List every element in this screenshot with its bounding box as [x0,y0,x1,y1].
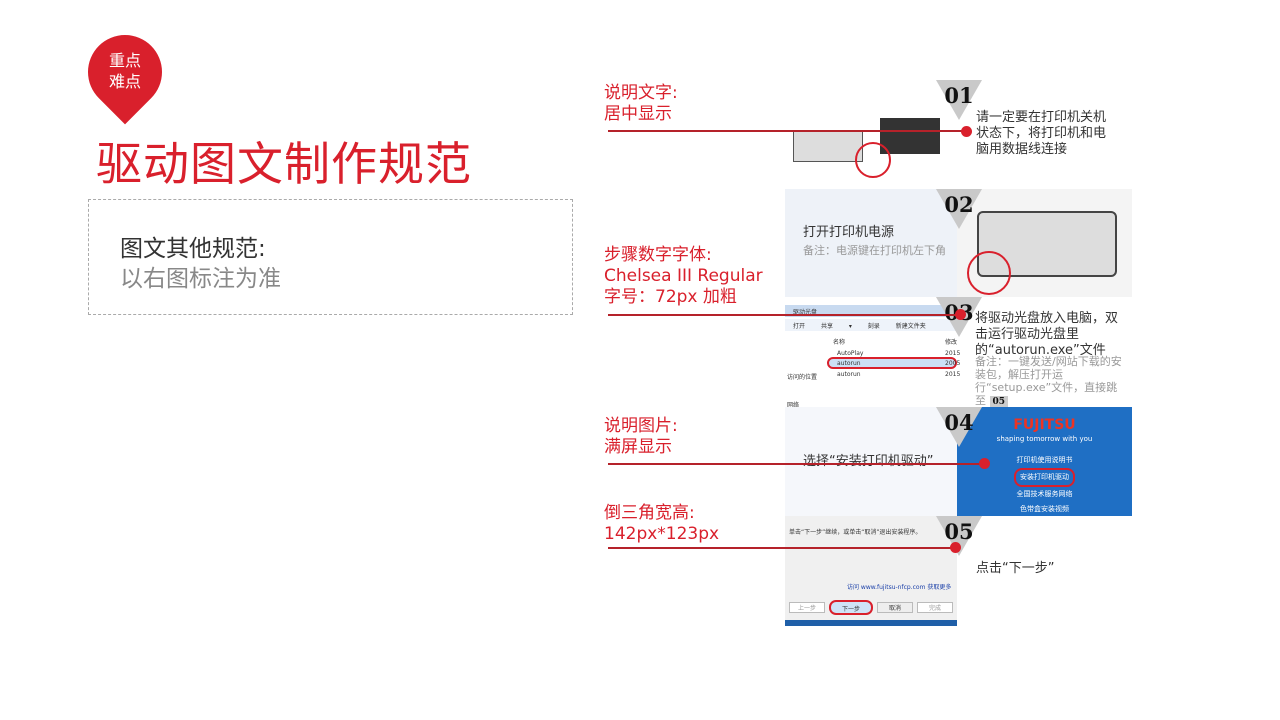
step-note: 备注：一键发送/网站下载的安装包，解压打开运行“setup.exe”文件，直接跳… [975,355,1125,407]
back-button[interactable]: 上一步 [789,602,825,613]
step-text: 打开打印机电源 [803,225,895,240]
leader-dot [950,542,961,553]
file-row[interactable]: AutoPlay [837,350,864,357]
highlight-circle [855,142,891,178]
finish-button[interactable]: 完成 [917,602,953,613]
menu-item[interactable]: 全国技术服务网络 [1016,490,1073,498]
col-date: 修改 [945,339,958,346]
badge: 重点难点 [88,50,162,92]
menu-item[interactable]: 色带盒安装视频 [1020,505,1069,513]
file-date: 2015 [945,350,961,357]
step-number: 02 [944,192,974,217]
installer-message: 单击“下一步”继续，或单击“取消”退出安装程序。 [789,529,922,536]
step-number: 04 [944,410,974,435]
leader-line [608,463,985,465]
cancel-button[interactable]: 取消 [877,602,913,613]
toolbar-share[interactable]: 共享 ▾ [820,323,852,330]
file-row-selected[interactable]: autorun [827,357,957,369]
step-2-panel: 打开打印机电源 备注：电源键在打印机左下角 02 [785,189,1132,297]
leader-line [608,547,955,549]
step-note: 备注：电源键在打印机左下角 [803,244,946,257]
step-number: 05 [944,519,974,544]
installer-screenshot: 单击“下一步”继续，或单击“取消”退出安装程序。 访问 www.fujitsu-… [785,516,957,626]
step-1-panel: 01 请一定要在打印机关机状态下，将打印机和电脑用数据线连接 [785,80,1132,186]
annotation-label: 说明图片: [604,416,678,436]
file-date: 2005 [945,360,961,367]
toolbar-burn[interactable]: 刻录 [867,323,880,330]
badge-line2: 难点 [108,72,141,91]
step-note-text: 备注：一键发送/网站下载的安装包，解压打开运行“setup.exe”文件，直接跳… [975,355,1122,407]
leader-dot [979,458,990,469]
col-name: 名称 [833,339,846,346]
printer-image [793,130,863,162]
step-text: 将驱动光盘放入电脑，双击运行驱动光盘里的“autorun.exe”文件 [975,311,1119,358]
toolbar-open[interactable]: 打开 [793,323,806,330]
fujitsu-screen: FUJITSU shaping tomorrow with you 打印机使用说… [957,407,1132,516]
file-row[interactable]: autorun [837,371,861,378]
annotation-label: 倒三角宽高: [604,503,695,523]
step-5-panel: 单击“下一步”继续，或单击“取消”退出安装程序。 访问 www.fujitsu-… [785,516,1132,626]
leader-dot [961,126,972,137]
step-4-panel: 选择“安装打印机驱动” FUJITSU shaping tomorrow wit… [785,407,1132,516]
next-button[interactable]: 下一步 [829,600,873,615]
leader-dot [955,309,966,320]
step-text: 请一定要在打印机关机状态下，将打印机和电脑用数据线连接 [976,110,1107,157]
leader-line [608,314,960,316]
leader-line [608,130,964,132]
printer-image [957,189,1132,297]
annotation-value: 满屏显示 [604,437,672,457]
sidebar-item[interactable]: 网络 [787,402,800,407]
sidebar-item[interactable]: 访问的位置 [787,374,818,381]
step-text: 点击“下一步” [976,561,1055,576]
explorer-toolbar: 打开 共享 ▾ 刻录 新建文件夹 [785,319,957,331]
annotation-value: 142px*123px [604,524,720,544]
note-box-heading: 图文其他规范: [120,236,266,262]
laptop-image [880,118,940,154]
fujitsu-logo: FUJITSU [1013,417,1076,433]
annotation-triangle-size: 倒三角宽高:142px*123px [604,503,719,545]
annotation-value: Chelsea III Regular [604,266,763,286]
annotation-label: 步骤数字字体: [604,245,712,265]
page-title: 驱动图文制作规范 [96,137,472,191]
menu-item[interactable]: 打印机使用说明书 [1016,456,1073,464]
toolbar-new-folder[interactable]: 新建文件夹 [895,323,926,330]
file-date: 2015 [945,371,961,378]
menu-item-install-driver[interactable]: 安装打印机驱动 [1014,468,1075,487]
annotation-image-style: 说明图片:满屏显示 [604,416,678,458]
slogan: shaping tomorrow with you [996,435,1093,443]
note-box-text: 以右图标注为准 [120,266,281,292]
step-number: 01 [944,83,974,108]
step-jump-number: 05 [989,396,1009,407]
annotation-text-style: 说明文字:居中显示 [604,83,678,125]
annotation-value: 居中显示 [604,104,672,124]
note-box [88,199,573,315]
badge-line1: 重点 [108,51,141,70]
annotation-label: 说明文字: [604,83,678,103]
installer-link[interactable]: 访问 www.fujitsu-nfcp.com 获取更多 [847,584,952,591]
annotation-value: 字号：72px 加粗 [604,287,737,307]
step-text: 选择“安装打印机驱动” [803,454,934,469]
